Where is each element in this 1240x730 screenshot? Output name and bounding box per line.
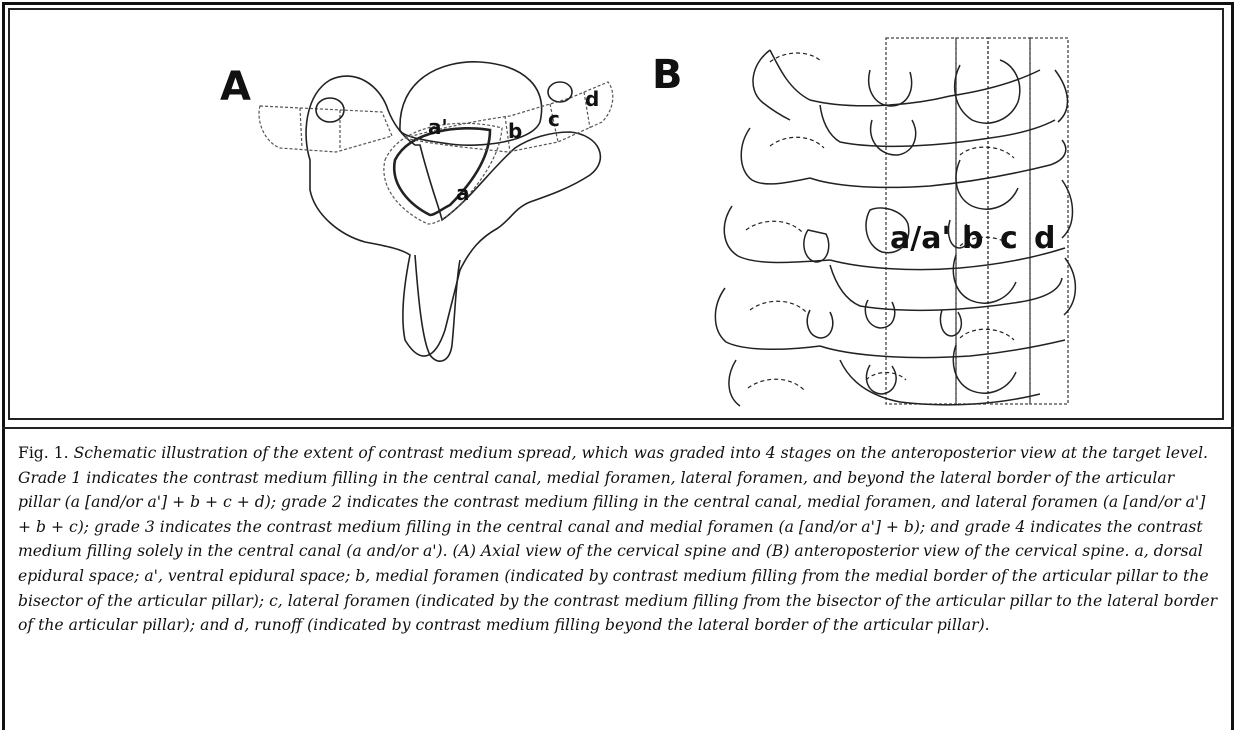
column-label-c: c [1000,221,1018,256]
right-transverse-foramen [548,82,572,102]
figure-caption-text: Schematic illustration of the extent of … [18,444,1217,634]
caption-divider [2,427,1234,429]
figure-caption-lead: Fig. 1. [18,444,69,462]
spinal-canal-outline [394,128,490,215]
column-label-a-a-prime: a/a' [890,221,951,256]
panel-a-label: A [220,64,251,110]
region-label-d: d [585,87,599,111]
panel-a-axial-view: A a' a b c d [220,62,613,361]
region-label-a-prime: a' [428,115,448,139]
left-foramen-band [259,106,392,152]
figure-illustration: A a' a b c d [10,10,1222,418]
region-label-a: a [456,181,470,205]
region-label-c: c [548,107,560,131]
panel-b-anteroposterior-view: B [652,38,1075,406]
region-label-b: b [508,119,522,143]
column-label-b: b [962,221,983,256]
column-label-d: d [1034,221,1055,256]
panel-b-label: B [652,52,683,98]
figure-caption: Fig. 1. Schematic illustration of the ex… [18,441,1218,638]
figure-image: A a' a b c d [8,8,1224,420]
left-band-divider-1 [300,108,302,148]
